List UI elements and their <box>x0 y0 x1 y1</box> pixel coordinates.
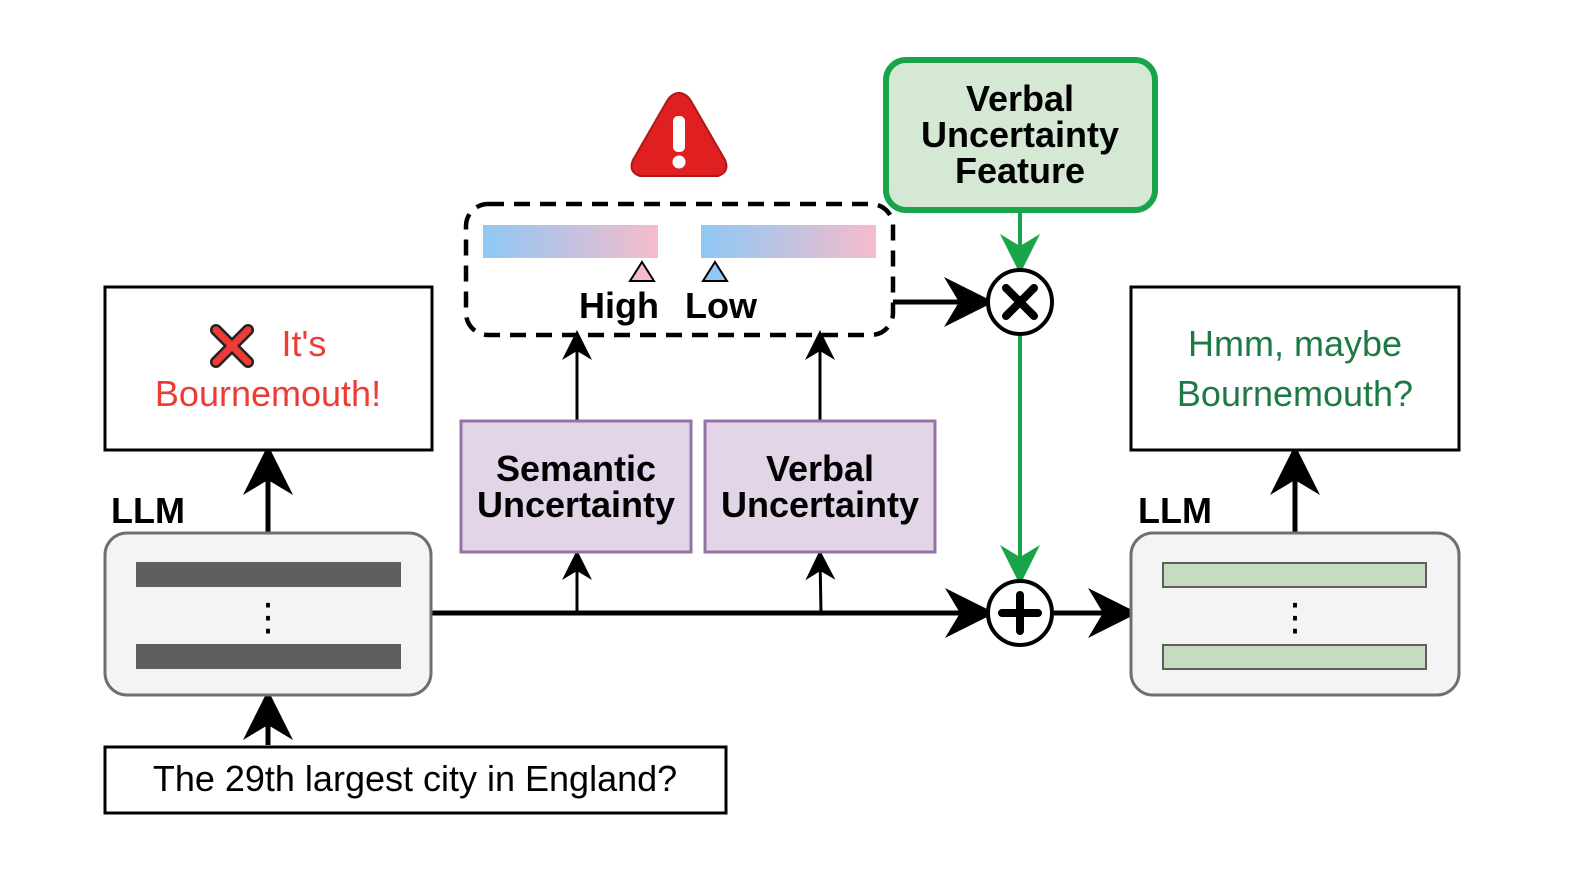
semantic-line-2: Uncertainty <box>477 484 675 525</box>
left-llm-label: LLM <box>111 490 185 531</box>
semantic-uncertainty-box: Semantic Uncertainty <box>459 419 693 554</box>
question-box: The 29th largest city in England? <box>103 745 728 815</box>
left-llm-layer-bottom <box>136 644 401 669</box>
high-marker-icon <box>628 260 656 282</box>
wrong-answer-box: It's Bournemouth! <box>103 285 434 452</box>
feature-line-1: Verbal <box>966 78 1074 119</box>
left-llm-layer-top <box>136 562 401 587</box>
meter-low-label: Low <box>685 285 758 326</box>
wrong-answer-line-1: It's <box>282 323 327 364</box>
uncertainty-meter-box <box>463 201 896 338</box>
feature-line-2: Uncertainty <box>921 114 1119 155</box>
right-llm-label: LLM <box>1138 490 1212 531</box>
verbal-uncertainty-box: Verbal Uncertainty <box>703 419 937 554</box>
hedged-answer-box: Hmm, maybe Bournemouth? <box>1129 285 1461 452</box>
verbal-uncertainty-feature-box: Verbal Uncertainty Feature <box>883 57 1158 213</box>
right-llm-layer-top <box>1162 562 1427 588</box>
plus-icon <box>986 579 1054 647</box>
verbal-line-2: Uncertainty <box>721 484 919 525</box>
semantic-meter-bar <box>483 225 658 258</box>
question-text: The 29th largest city in England? <box>153 758 677 799</box>
meter-high-label: High <box>579 285 659 326</box>
right-llm-ellipsis: ⋮ <box>1276 597 1314 639</box>
warning-icon <box>630 91 728 177</box>
feature-line-3: Feature <box>955 150 1085 191</box>
hedged-answer-line-2: Bournemouth? <box>1177 373 1413 414</box>
to-verbal-arrow <box>805 550 836 614</box>
hedged-answer-line-1: Hmm, maybe <box>1188 323 1402 364</box>
right-llm-block: ⋮ <box>1129 531 1461 697</box>
right-llm-layer-bottom <box>1162 644 1427 670</box>
cross-icon <box>210 324 254 368</box>
low-marker-icon <box>701 260 729 282</box>
left-llm-block: ⋮ <box>103 531 433 697</box>
semantic-line-1: Semantic <box>496 448 656 489</box>
verbal-meter-bar <box>701 225 876 258</box>
multiply-icon <box>986 268 1054 336</box>
left-llm-ellipsis: ⋮ <box>249 597 287 639</box>
verbal-line-1: Verbal <box>766 448 874 489</box>
wrong-answer-line-2: Bournemouth! <box>155 373 381 414</box>
